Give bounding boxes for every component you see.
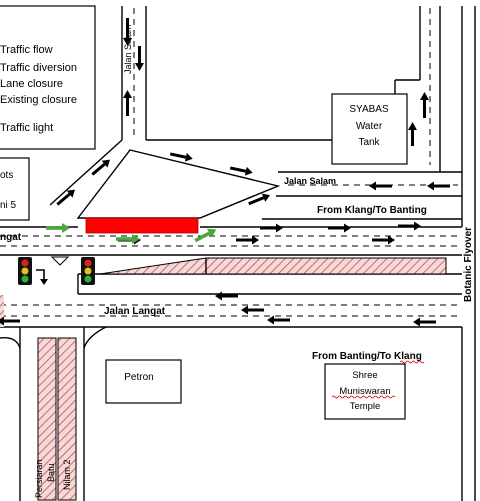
lane-closure <box>85 217 199 234</box>
spellcheck-underline <box>399 360 425 364</box>
traffic-diversion-arrows <box>46 223 217 244</box>
label-from-klang: From Klang/To Banting <box>317 205 427 216</box>
arrow-icon <box>91 159 110 176</box>
label-jalan-salam: Jalan Salam <box>284 176 336 186</box>
side-streets <box>0 326 107 501</box>
legend-traffic-light: Traffic light <box>0 122 53 134</box>
legend-traffic-flow: Traffic flow <box>0 44 53 56</box>
label-jalan-langat: Jalan Langat <box>104 306 166 317</box>
label-botanic-flyover: Botanic Flyover <box>463 227 474 302</box>
legend-existing-closure: Existing closure <box>0 94 77 106</box>
left-building-line1: ots <box>0 170 13 181</box>
label-langat-top: ngat <box>0 232 22 243</box>
legend-traffic-diversion: Traffic diversion <box>0 62 77 74</box>
arrow-icon <box>241 305 264 315</box>
arrow-icon <box>408 122 417 146</box>
temple-line2: Muniswaran <box>339 386 390 397</box>
legend-box: Traffic flow Traffic diversion Lane clos… <box>0 5 96 150</box>
arrow-icon <box>123 90 132 116</box>
arrow-icon <box>260 223 283 233</box>
arrow-icon <box>0 316 20 326</box>
arrow-icon <box>328 223 351 233</box>
diversion-arrow-icon <box>116 234 140 244</box>
arrow-icon <box>413 317 436 327</box>
label-jalan-salam-vertical: Jalan Salam <box>123 24 133 74</box>
label-persiaran: Persiaran <box>34 459 44 498</box>
arrow-icon <box>369 181 392 191</box>
turn-arrow-icon <box>36 269 48 285</box>
arrow-icon <box>135 46 144 71</box>
arrow-icon <box>427 181 450 191</box>
traffic-island <box>76 149 281 219</box>
arrow-icon <box>420 92 429 118</box>
syabas-water-tank: SYABAS Water Tank <box>331 93 408 165</box>
existing-closure-left <box>0 295 4 327</box>
arrow-icon <box>398 221 421 231</box>
temple-line3: Temple <box>350 401 381 412</box>
arrow-icon <box>169 152 193 162</box>
label-from-banting: From Banting/To Klang <box>312 351 422 362</box>
existing-closure-median <box>99 257 447 275</box>
traffic-light-icon <box>81 257 95 285</box>
syabas-line2: Water <box>356 121 383 132</box>
arrow-icon <box>236 235 259 245</box>
left-building: ots ni 5 <box>0 157 30 221</box>
arrow-icon <box>372 235 395 245</box>
petron-label: Petron <box>124 372 153 383</box>
traffic-light-icon <box>18 257 32 285</box>
petron-station: Petron <box>105 359 182 404</box>
arrow-icon <box>215 291 238 301</box>
arrow-icon <box>123 18 132 46</box>
arrow-icon <box>248 193 271 206</box>
legend-lane-closure: Lane closure <box>0 78 63 90</box>
left-building-line2: ni 5 <box>0 200 17 211</box>
shree-temple: Shree Muniswaran Temple <box>324 363 406 420</box>
label-nilam-2: Nilam 2 <box>62 459 72 490</box>
jalan-salam-vertical-road <box>121 6 147 140</box>
temple-line1: Shree <box>352 370 377 381</box>
diversion-arrow-icon <box>194 228 217 243</box>
syabas-line3: Tank <box>358 137 380 148</box>
diversion-arrow-icon <box>46 223 70 233</box>
jalan-salam-road <box>262 171 462 220</box>
arrow-icon <box>229 166 253 176</box>
arrow-icon <box>56 189 75 206</box>
label-batu: Batu <box>46 463 56 482</box>
arrow-icon <box>267 315 290 325</box>
syabas-line1: SYABAS <box>349 104 389 115</box>
yield-marker-icon <box>50 256 70 266</box>
traffic-flow-arrows <box>0 18 450 327</box>
